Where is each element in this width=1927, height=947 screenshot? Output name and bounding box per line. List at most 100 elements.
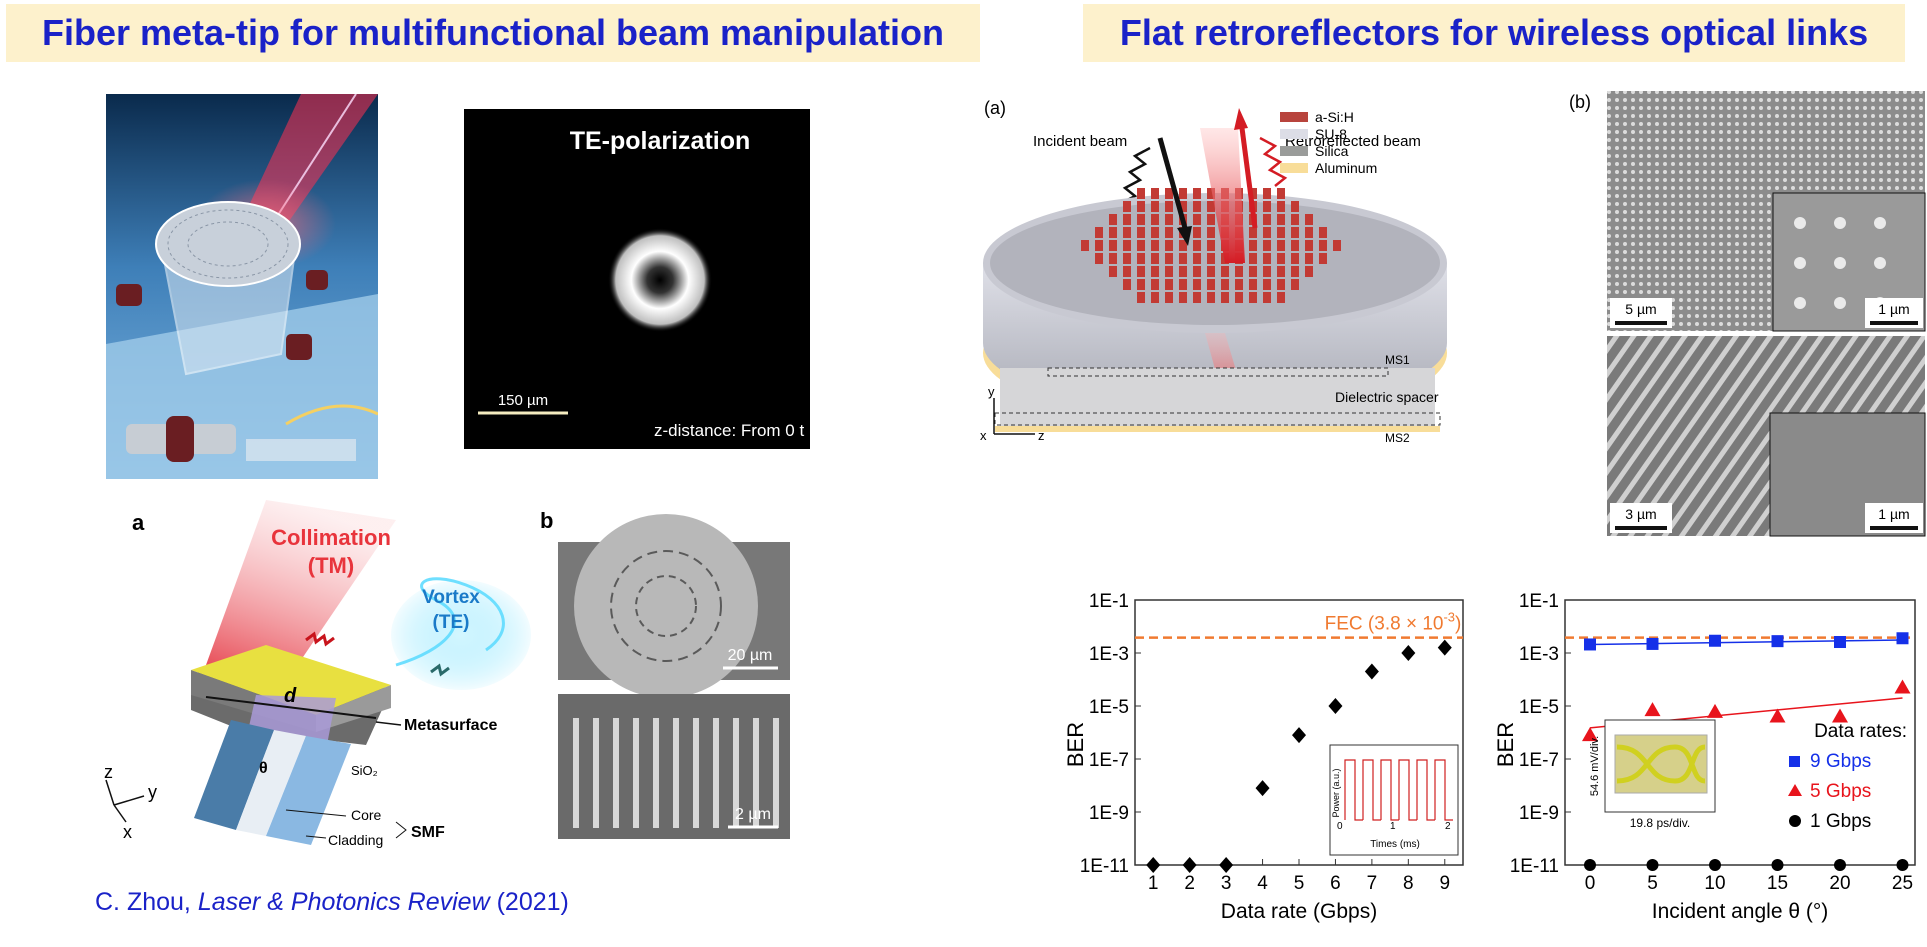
pillar <box>1123 253 1131 264</box>
pillar <box>1207 201 1215 212</box>
panel-b-label: b <box>540 508 553 533</box>
theta-label: θ <box>259 760 268 777</box>
pillar <box>1263 201 1271 212</box>
data-point <box>1771 859 1784 871</box>
x-tick-label: 1 <box>1148 873 1159 894</box>
x-tick-label: 7 <box>1367 873 1378 894</box>
pillar <box>1221 292 1229 303</box>
pillar <box>1277 201 1285 212</box>
pillar <box>1123 214 1131 225</box>
pillar <box>1109 240 1117 251</box>
pillar <box>1291 240 1299 251</box>
inset-waveform <box>1362 759 1381 821</box>
data-point <box>1292 727 1306 744</box>
retroreflector-schematic: (a) Incident beam Retroreflected beam a-… <box>980 88 1560 538</box>
pillar <box>1249 253 1257 264</box>
x-tick-label: 5 <box>1294 873 1305 894</box>
pillar <box>1179 292 1187 303</box>
pillar <box>1221 266 1229 277</box>
pillar <box>1165 266 1173 277</box>
data-point <box>1401 645 1416 661</box>
y-tick-label: 1E-11 <box>1080 856 1129 877</box>
inset-waveform <box>1398 759 1417 821</box>
pillar <box>1151 188 1159 199</box>
pillar <box>1137 201 1145 212</box>
ms2-label: MS2 <box>1385 431 1410 445</box>
te-label: TE-polarization <box>570 127 751 155</box>
spacer-label: Dielectric spacer <box>1335 389 1439 405</box>
data-point <box>1255 780 1270 797</box>
pillar <box>1263 240 1271 251</box>
pillar <box>1179 279 1187 290</box>
citation: C. Zhou, Laser & Photonics Review (2021) <box>95 888 569 917</box>
pillar <box>1277 188 1285 199</box>
y-tick-label: 1E-5 <box>1519 697 1559 718</box>
sem-images-b-art: (b) 5 µm 1 µm 3 µm 1 µm <box>1569 91 1926 537</box>
inset-x-label: Times (ms) <box>1370 839 1420 850</box>
data-point <box>1146 857 1161 873</box>
fig-a-axis-z: z <box>1038 428 1045 443</box>
pillar <box>1277 253 1285 264</box>
pillar <box>1207 266 1215 277</box>
pillar <box>1249 266 1257 277</box>
pillar <box>1263 266 1271 277</box>
inset-x-label: 19.8 ps/div. <box>1630 816 1690 830</box>
pillar <box>1207 253 1215 264</box>
pillar <box>1095 227 1103 238</box>
data-point <box>1834 859 1846 871</box>
pillar <box>1193 279 1201 290</box>
inset-waveform <box>1344 759 1363 821</box>
data-point <box>1328 698 1343 714</box>
eye-trace <box>1616 744 1706 784</box>
pillar <box>1207 292 1215 303</box>
x-tick-label: 6 <box>1330 873 1341 894</box>
metasurface-label: Metasurface <box>404 717 497 734</box>
te-polarization-art: TE-polarization 150 µm z-distance: From … <box>478 127 804 440</box>
pillar <box>1319 240 1327 251</box>
pillar <box>1249 240 1257 251</box>
pillar <box>1305 253 1313 264</box>
axis-z-label: z <box>104 762 113 782</box>
fig-b-label: (b) <box>1569 92 1591 112</box>
pillar <box>1165 201 1173 212</box>
pillar <box>1165 292 1173 303</box>
left-title: Fiber meta-tip for multifunctional beam … <box>41 12 945 53</box>
inset-x-tick: 2 <box>1445 821 1451 832</box>
meta-tip-schematic-art: a Collimation (TM) Vortex (TE) d θ Metas… <box>104 500 531 848</box>
pillar <box>1193 253 1201 264</box>
pillar <box>1263 279 1271 290</box>
x-tick-label: 20 <box>1829 873 1850 894</box>
pillar <box>1277 279 1285 290</box>
pillar <box>1249 279 1257 290</box>
pillar <box>1207 279 1215 290</box>
pillar <box>1193 240 1201 251</box>
ms1-label: MS1 <box>1385 353 1410 367</box>
pillar <box>1109 266 1117 277</box>
te-polarization-image: TE-polarization 150 µm z-distance: From … <box>464 109 810 449</box>
citation-year: (2021) <box>489 888 569 916</box>
pillar <box>1249 292 1257 303</box>
y-tick-label: 1E-7 <box>1089 750 1129 771</box>
pillar <box>1291 214 1299 225</box>
fig-a-axis-y: y <box>988 384 995 399</box>
collimation-label: Collimation <box>271 525 391 550</box>
pillar <box>1193 188 1201 199</box>
legend-swatch <box>1280 163 1308 173</box>
pillar <box>1123 201 1131 212</box>
pillar <box>1319 227 1327 238</box>
data-point <box>1709 634 1721 647</box>
y-tick-label: 1E-9 <box>1089 803 1129 824</box>
pillar <box>1305 227 1313 238</box>
data-point <box>1646 859 1659 871</box>
legend-label: 1 Gbps <box>1810 811 1871 832</box>
data-point <box>1834 636 1846 649</box>
data-point <box>1896 632 1909 645</box>
right-title: Flat retroreflectors for wireless optica… <box>1119 12 1869 53</box>
data-point <box>1219 857 1234 873</box>
inset-waveform <box>1380 759 1399 821</box>
pillar <box>1165 214 1173 225</box>
pillar <box>1235 266 1243 277</box>
